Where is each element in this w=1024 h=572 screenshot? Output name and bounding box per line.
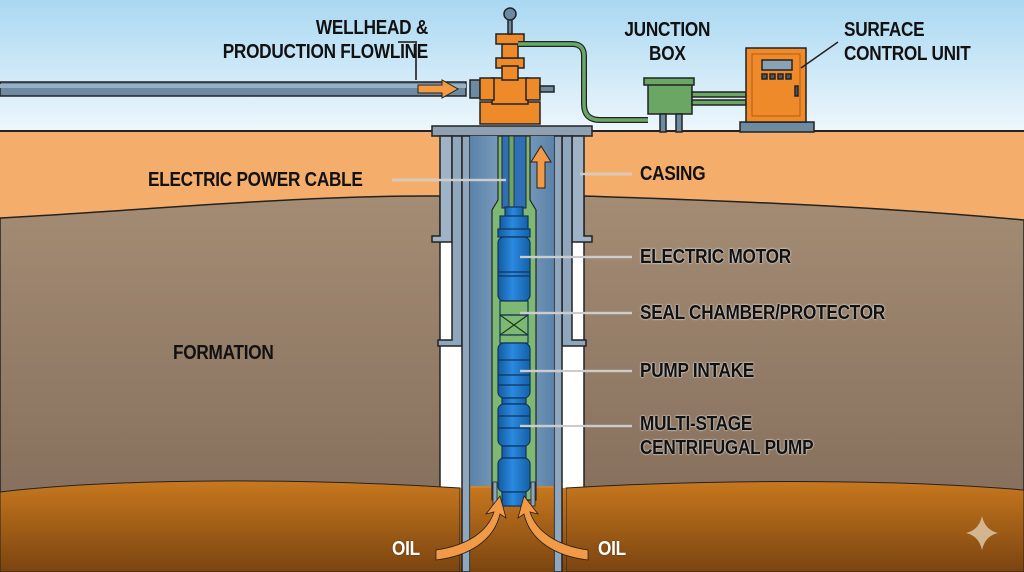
junction-box: [643, 77, 747, 133]
label-electric-power-cable: ELECTRIC POWER CABLE: [148, 169, 363, 191]
label-junction-box-line2: BOX: [649, 43, 686, 65]
oil-inflow-arrow-left: [435, 495, 507, 561]
formation-layer: [0, 195, 1024, 572]
label-seal-chamber: SEAL CHAMBER/PROTECTOR: [640, 302, 886, 324]
electric-motor: [497, 236, 531, 302]
flow-up-arrow: [530, 145, 552, 189]
label-wellhead: WELLHEAD & PRODUCTION FLOWLINE: [194, 16, 429, 64]
wellhead: [469, 7, 555, 125]
label-pump-intake: PUMP INTAKE: [640, 360, 755, 382]
label-multi-stage-pump: MULTI-STAGE CENTRIFUGAL PUMP: [640, 412, 814, 460]
leader-lines: [392, 41, 839, 428]
label-scu-line2: CONTROL UNIT: [844, 43, 971, 65]
surface-control-unit: [739, 47, 815, 133]
oil-zone: [0, 480, 1024, 572]
label-oil-right: OIL: [598, 538, 626, 560]
label-formation: FORMATION: [173, 342, 274, 364]
label-junction-box-line1: JUNCTION: [624, 19, 711, 41]
label-oil-left: OIL: [392, 538, 420, 560]
label-msp-line2: CENTRIFUGAL PUMP: [640, 437, 814, 459]
label-wellhead-line2: PRODUCTION FLOWLINE: [222, 41, 429, 63]
label-scu-line1: SURFACE: [844, 19, 925, 41]
label-msp-line1: MULTI-STAGE: [640, 413, 753, 435]
label-surface-control-unit: SURFACE CONTROL UNIT: [844, 18, 971, 66]
label-wellhead-line1: WELLHEAD &: [315, 17, 428, 39]
oil-inflow-arrow-right: [517, 495, 589, 561]
label-electric-motor: ELECTRIC MOTOR: [640, 246, 791, 268]
esp-string: [497, 206, 531, 507]
label-casing: CASING: [640, 163, 706, 185]
production-flowline: [0, 79, 467, 99]
electric-power-cable: [508, 135, 515, 211]
sparkle-icon: [966, 516, 998, 550]
label-junction-box: JUNCTION BOX: [620, 18, 715, 66]
flow-arrow-right: [417, 79, 460, 99]
